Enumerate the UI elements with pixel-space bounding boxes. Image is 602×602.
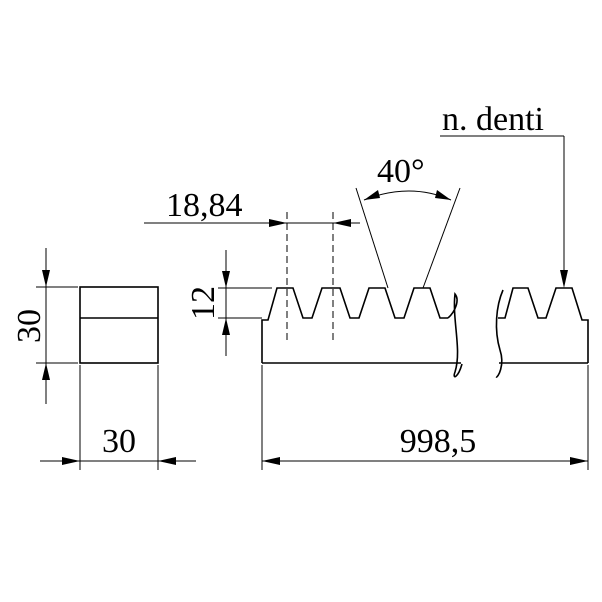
arrow-head bbox=[570, 457, 588, 465]
rack-side-view bbox=[261, 287, 589, 378]
angle-extension-line bbox=[422, 187, 461, 289]
section-width-label: 30 bbox=[102, 423, 136, 460]
arrow-head bbox=[62, 457, 80, 465]
section-outline bbox=[79, 286, 159, 364]
tooth-height-label: 12 bbox=[185, 286, 222, 320]
arrow-head bbox=[560, 270, 568, 288]
tooth-pitch-label: 18,84 bbox=[166, 187, 243, 224]
rack-cross-section bbox=[79, 286, 159, 364]
section-height-dimension: 30 bbox=[11, 248, 78, 404]
break-line-right bbox=[495, 289, 504, 378]
angle-extension-line bbox=[355, 187, 389, 289]
arrow-head bbox=[158, 457, 176, 465]
section-height-label: 30 bbox=[11, 309, 48, 343]
arrow-head bbox=[333, 219, 351, 227]
teeth-count-label: n. denti bbox=[442, 101, 544, 138]
arrow-head bbox=[435, 190, 451, 200]
arrow-head bbox=[42, 363, 50, 380]
rack-left-profile bbox=[261, 287, 448, 363]
tooth-pitch-dimension: 18,84 bbox=[144, 187, 360, 342]
teeth-count-callout: n. denti bbox=[440, 101, 568, 288]
total-length-label: 998,5 bbox=[400, 423, 477, 460]
arrow-head bbox=[269, 219, 287, 227]
break-line-left bbox=[447, 292, 463, 378]
arrow-head bbox=[222, 318, 230, 335]
arrow-head bbox=[42, 270, 50, 287]
rack-right-profile bbox=[498, 287, 589, 363]
tooth-angle-label: 40° bbox=[377, 153, 425, 190]
arrow-head bbox=[364, 190, 380, 200]
total-length-dimension: 998,5 bbox=[261, 365, 589, 470]
section-width-dimension: 30 bbox=[40, 365, 196, 470]
arrow-head bbox=[262, 457, 280, 465]
tooth-height-dimension: 12 bbox=[185, 250, 272, 356]
tooth-angle-dimension: 40° bbox=[355, 153, 461, 289]
arrow-head bbox=[222, 271, 230, 288]
